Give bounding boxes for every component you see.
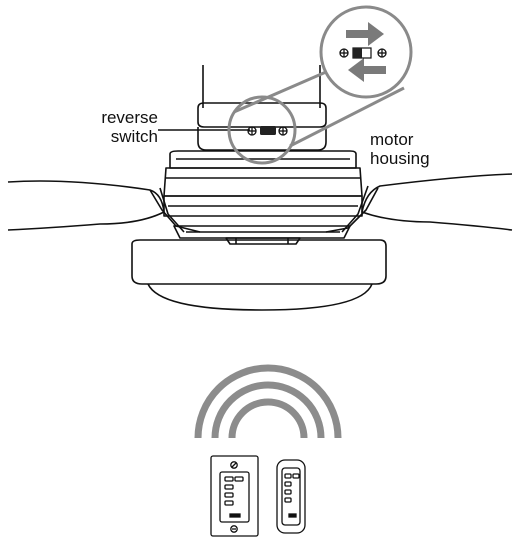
reverse-switch-label: reverse switch: [88, 108, 158, 146]
reverse-switch-label-line-2: switch: [110, 127, 158, 146]
wireless-signal-icon: [194, 364, 342, 439]
downrod: [202, 65, 321, 108]
fan-blade-right: [325, 173, 513, 233]
handheld-remote-icon: [276, 459, 306, 534]
screw-head-icon: [247, 126, 257, 136]
reverse-direction-arrows-icon: [346, 22, 386, 82]
motor-housing-shape: [163, 150, 363, 217]
switch-housing: [197, 102, 327, 151]
hub-ring: [173, 225, 351, 245]
screw-head-icon: [377, 48, 387, 58]
light-kit: [131, 239, 387, 311]
motor-housing-label-line-2: housing: [370, 149, 430, 168]
magnified-switch: [339, 47, 387, 59]
reverse-switch: [247, 126, 288, 136]
reverse-switch-label-line-1: reverse: [101, 108, 158, 127]
screw-head-icon: [339, 48, 349, 58]
wall-control-icon: [210, 455, 259, 537]
motor-housing-label-line-1: motor: [370, 130, 414, 149]
screw-head-icon: [278, 126, 288, 136]
motor-housing-label: motor housing: [370, 130, 460, 168]
